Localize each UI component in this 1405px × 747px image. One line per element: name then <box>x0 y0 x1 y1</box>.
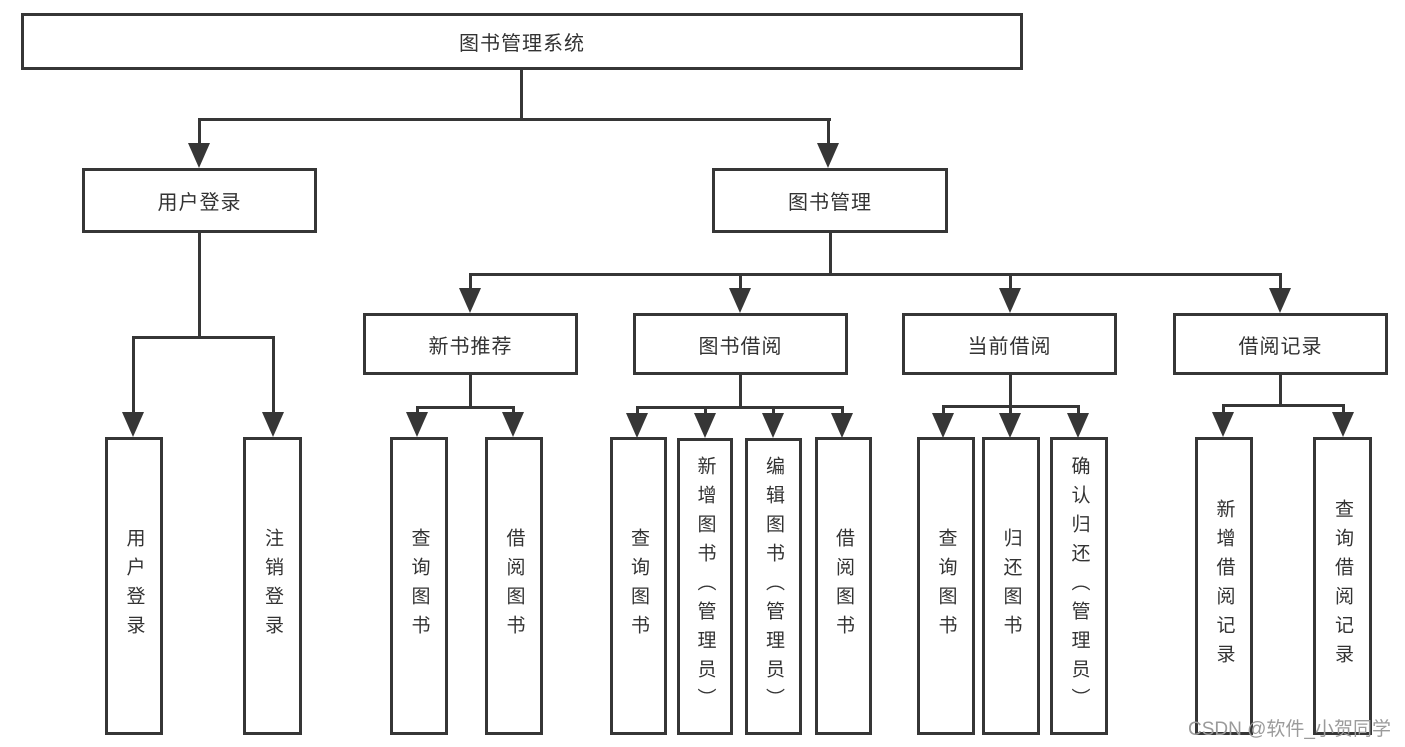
arrow-down-icon <box>188 143 210 168</box>
connector-line <box>512 406 515 415</box>
leaf-return-book: 归还图书 <box>982 437 1040 735</box>
connector-line <box>469 273 1281 276</box>
arrow-down-icon <box>729 288 751 313</box>
node-label: 查询图书 <box>935 528 957 644</box>
leaf-query-book-borrow: 查询图书 <box>610 437 667 735</box>
arrow-down-icon <box>122 412 144 437</box>
arrow-down-icon <box>817 143 839 168</box>
node-label: 用户登录 <box>157 192 242 214</box>
arrow-down-icon <box>406 412 428 437</box>
arrow-down-icon <box>1332 412 1354 437</box>
arrow-down-icon <box>762 413 784 438</box>
connector-line <box>1279 273 1282 291</box>
leaf-query-book-current: 查询图书 <box>917 437 975 735</box>
leaf-query-borrow-record: 查询借阅记录 <box>1313 437 1372 735</box>
leaf-logout: 注销登录 <box>243 437 302 735</box>
connector-line <box>198 118 201 145</box>
arrow-down-icon <box>1269 288 1291 313</box>
connector-line <box>520 70 523 118</box>
connector-line <box>942 405 945 415</box>
node-user-login: 用户登录 <box>82 168 317 233</box>
connector-line <box>1009 273 1012 291</box>
leaf-borrow-book: 借阅图书 <box>815 437 872 735</box>
connector-line <box>1222 404 1345 407</box>
connector-line <box>1077 405 1080 415</box>
connector-line <box>704 406 707 415</box>
connector-line <box>739 375 742 408</box>
connector-line <box>1342 404 1345 415</box>
connector-line <box>198 118 831 121</box>
connector-line <box>636 406 639 415</box>
connector-line <box>272 336 275 415</box>
node-new-book-recommend: 新书推荐 <box>363 313 578 375</box>
connector-line <box>841 406 844 415</box>
arrow-down-icon <box>502 412 524 437</box>
connector-line <box>772 406 775 415</box>
node-book-borrow: 图书借阅 <box>633 313 848 375</box>
connector-line <box>1009 405 1012 415</box>
csdn-watermark: CSDN @软件_小贺同学 <box>1188 719 1391 740</box>
node-label: 新书推荐 <box>428 335 513 358</box>
arrow-down-icon <box>626 413 648 438</box>
node-label: 借阅记录 <box>1238 335 1323 358</box>
connector-line <box>636 406 844 409</box>
node-label: 查询图书 <box>408 528 430 644</box>
leaf-borrow-book-recommend: 借阅图书 <box>485 437 543 735</box>
node-current-borrow: 当前借阅 <box>902 313 1117 375</box>
connector-line <box>198 233 201 338</box>
connector-line <box>416 406 419 415</box>
node-label: 新增图书（管理员） <box>694 456 716 717</box>
connector-line <box>132 336 275 339</box>
leaf-add-borrow-record: 新增借阅记录 <box>1195 437 1253 735</box>
arrow-down-icon <box>459 288 481 313</box>
connector-line <box>829 233 832 275</box>
connector-line <box>739 273 742 291</box>
leaf-confirm-return-admin: 确认归还（管理员） <box>1050 437 1108 735</box>
connector-line <box>416 406 515 409</box>
leaf-edit-book-admin: 编辑图书（管理员） <box>745 438 802 735</box>
arrow-down-icon <box>1067 413 1089 438</box>
node-label: 图书管理 <box>788 192 872 214</box>
node-label: 新增借阅记录 <box>1213 499 1235 673</box>
arrow-down-icon <box>999 288 1021 313</box>
node-label: 图书借阅 <box>698 335 783 358</box>
leaf-query-book-recommend: 查询图书 <box>390 437 448 735</box>
connector-line <box>827 118 830 145</box>
node-label: 查询借阅记录 <box>1332 499 1353 673</box>
connector-line <box>1222 404 1225 415</box>
connector-line <box>1009 375 1012 407</box>
arrow-down-icon <box>694 413 716 438</box>
node-label: 用户登录 <box>123 528 145 644</box>
node-label: 借阅图书 <box>833 528 854 644</box>
arrow-down-icon <box>1212 412 1234 437</box>
node-label: 编辑图书（管理员） <box>763 456 784 717</box>
leaf-user-login: 用户登录 <box>105 437 163 735</box>
connector-line <box>1279 375 1282 407</box>
arrow-down-icon <box>831 413 853 438</box>
node-borrow-record: 借阅记录 <box>1173 313 1388 375</box>
arrow-down-icon <box>999 413 1021 438</box>
connector-line <box>469 273 472 291</box>
node-library-management-system: 图书管理系统 <box>21 13 1023 70</box>
connector-line <box>132 336 135 415</box>
leaf-add-book-admin: 新增图书（管理员） <box>677 438 733 735</box>
node-label: 归还图书 <box>1000 528 1022 644</box>
connector-line <box>469 375 472 408</box>
node-label: 当前借阅 <box>967 335 1052 358</box>
node-label: 注销登录 <box>262 528 283 644</box>
node-label: 确认归还（管理员） <box>1068 455 1090 717</box>
node-label: 查询图书 <box>628 528 649 644</box>
arrow-down-icon <box>262 412 284 437</box>
node-label: 借阅图书 <box>503 528 525 644</box>
node-book-management: 图书管理 <box>712 168 948 233</box>
node-label: 图书管理系统 <box>459 33 585 55</box>
arrow-down-icon <box>932 413 954 438</box>
